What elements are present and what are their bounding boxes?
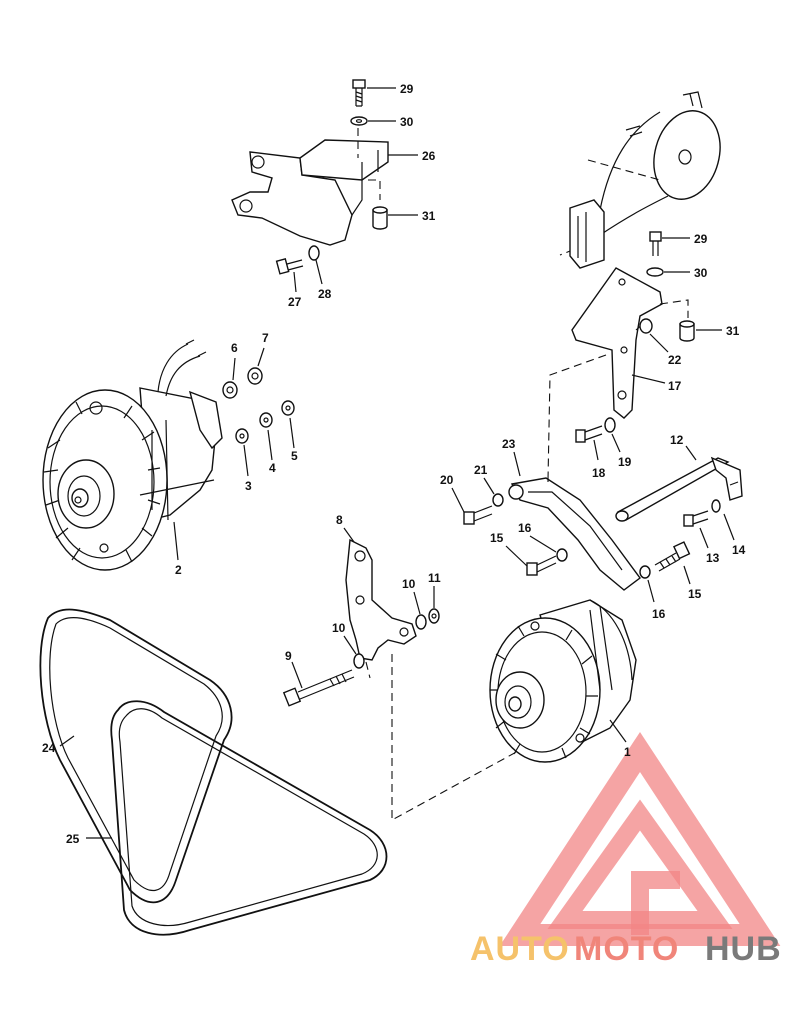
alternator-1 xyxy=(489,599,637,763)
callout-20: 20 xyxy=(440,473,454,487)
watermark-text: AUTO MOTO HUB xyxy=(470,930,782,968)
nut-4 xyxy=(259,412,273,428)
nut-11 xyxy=(428,608,440,624)
callout-5: 5 xyxy=(291,449,298,463)
callout-19: 19 xyxy=(618,455,632,469)
nut-22 xyxy=(639,318,653,334)
upper-bracket-26 xyxy=(231,128,389,246)
callout-24: 24 xyxy=(42,741,56,755)
belt-24 xyxy=(39,608,233,904)
watermark-auto: AUTO xyxy=(470,930,570,968)
bolt-15-right xyxy=(654,541,691,572)
callout-12: 12 xyxy=(670,433,684,447)
assembly-guide-17 xyxy=(547,354,607,481)
engine-mount-block xyxy=(569,199,605,269)
adjusting-arm-23 xyxy=(508,477,641,591)
washer-21 xyxy=(492,493,504,507)
washer-14 xyxy=(711,499,721,513)
washer-19 xyxy=(604,417,616,433)
nut-5 xyxy=(281,400,295,416)
callout-15-left: 15 xyxy=(490,531,504,545)
callout-11: 11 xyxy=(428,571,441,585)
bolt-27 xyxy=(275,258,304,275)
bolt-20 xyxy=(463,505,493,525)
logo-g-stroke xyxy=(631,871,680,935)
callout-13: 13 xyxy=(706,551,720,565)
callout-10-upper: 10 xyxy=(402,577,416,591)
watermark-moto: MOTO xyxy=(574,930,679,968)
belt-25 xyxy=(110,700,388,936)
callout-16-left: 16 xyxy=(518,521,532,535)
callout-14: 14 xyxy=(732,543,746,557)
callout-27: 27 xyxy=(288,295,302,309)
bracket-8 xyxy=(345,538,417,679)
watermark-logo xyxy=(499,731,781,946)
callout-31-top: 31 xyxy=(422,209,436,223)
callout-21: 21 xyxy=(474,463,488,477)
washer-16-left xyxy=(556,548,568,562)
callout-6: 6 xyxy=(231,341,238,355)
washer-30-right xyxy=(646,267,664,277)
callout-28: 28 xyxy=(318,287,332,301)
callout-29-top: 29 xyxy=(400,82,414,96)
washer-30-top xyxy=(350,116,368,126)
callout-26: 26 xyxy=(422,149,436,163)
alternator-2 xyxy=(42,339,223,571)
callout-4: 4 xyxy=(269,461,276,475)
washer-16-right xyxy=(639,565,651,579)
callout-leaders xyxy=(59,87,735,839)
callout-30-top: 30 xyxy=(400,115,414,129)
callout-16-right: 16 xyxy=(652,607,666,621)
nut-7 xyxy=(247,367,263,385)
bolt-29-right xyxy=(649,231,662,256)
callout-29-right: 29 xyxy=(694,232,708,246)
callout-23: 23 xyxy=(502,437,516,451)
callout-9: 9 xyxy=(285,649,292,663)
callout-31-right: 31 xyxy=(726,324,740,338)
callout-1: 1 xyxy=(624,745,631,759)
callout-8: 8 xyxy=(336,513,343,527)
callout-3: 3 xyxy=(245,479,252,493)
callout-15-right: 15 xyxy=(688,587,702,601)
bracket-17 xyxy=(571,267,689,419)
bolt-15-left xyxy=(526,555,557,576)
callout-labels: 29 30 26 31 27 28 29 30 31 22 17 6 7 3 4… xyxy=(42,82,746,846)
washer-10-lower xyxy=(353,653,365,669)
spacer-31-top xyxy=(372,206,388,230)
callout-25: 25 xyxy=(66,832,80,846)
callout-7: 7 xyxy=(262,331,269,345)
assembly-guide-1 xyxy=(391,654,521,821)
callout-17: 17 xyxy=(668,379,682,393)
spacer-31-right xyxy=(679,320,695,342)
callout-18: 18 xyxy=(592,466,606,480)
bolt-29-top xyxy=(352,79,366,107)
callout-2: 2 xyxy=(175,563,182,577)
callout-30-right: 30 xyxy=(694,266,708,280)
washer-3 xyxy=(235,428,249,444)
washer-10-upper xyxy=(415,614,427,630)
bolt-9 xyxy=(282,669,355,707)
nut-6 xyxy=(222,381,238,399)
bolt-18 xyxy=(575,425,603,443)
bolt-13 xyxy=(683,510,709,527)
callout-10-lower: 10 xyxy=(332,621,346,635)
callout-22: 22 xyxy=(668,353,682,367)
brace-12 xyxy=(615,456,743,522)
washer-28 xyxy=(308,245,320,261)
watermark-hub: HUB xyxy=(705,930,782,968)
